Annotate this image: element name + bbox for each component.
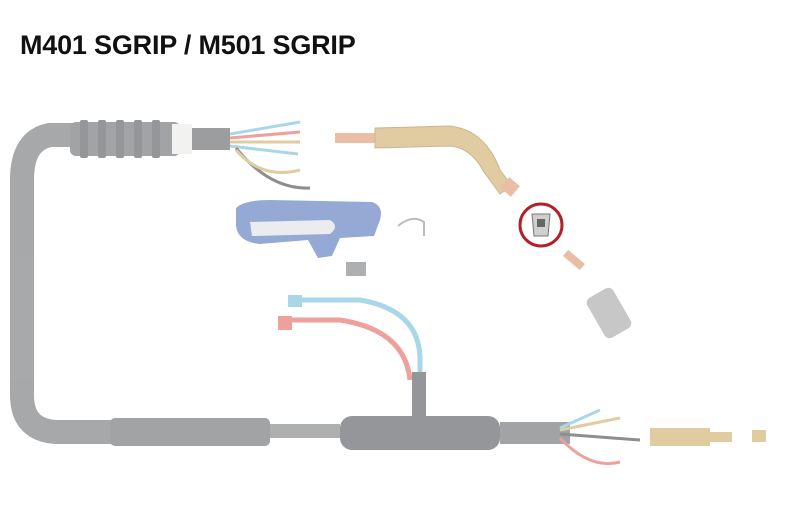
euro-connector — [650, 428, 710, 446]
rear-connector — [110, 372, 570, 450]
trigger-clip — [346, 262, 366, 276]
gas-nozzle — [586, 287, 632, 339]
water-hoses — [282, 297, 423, 381]
cable-loop — [9, 123, 122, 444]
swan-neck — [335, 125, 520, 197]
rear-fanout-wires — [558, 408, 641, 466]
hook-part — [397, 217, 425, 236]
page-title: M401 SGRIP / M501 SGRIP — [20, 30, 356, 60]
top-strain-relief — [70, 120, 230, 158]
top-fanout-wires — [229, 120, 311, 190]
highlighted-nozzle-clip — [518, 202, 564, 248]
contact-tip — [563, 249, 585, 271]
handle-grip — [236, 200, 381, 258]
